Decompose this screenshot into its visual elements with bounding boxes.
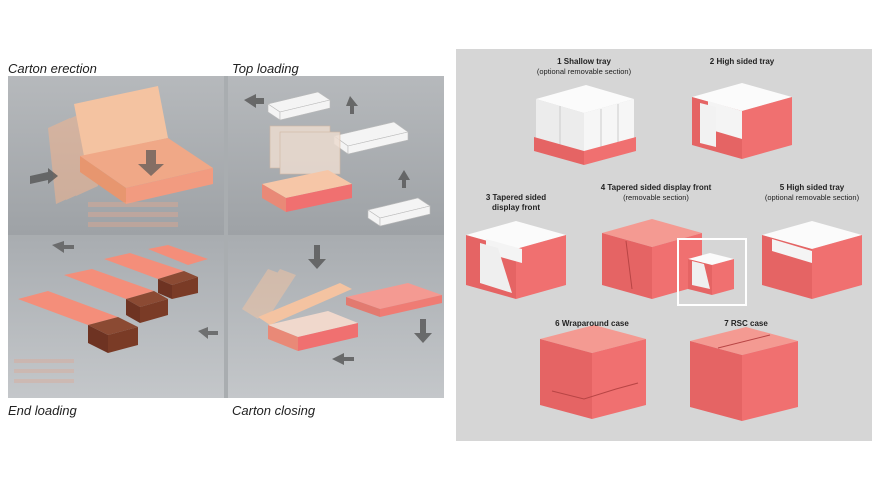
- caption-high-sided-tray-2: 5 High sided tray (optional removable se…: [764, 183, 860, 202]
- caption-high-sided-tray: 2 High sided tray: [709, 57, 775, 66]
- closed-carton-top: [346, 283, 442, 309]
- label-carton-closing: Carton closing: [232, 403, 316, 418]
- arrow-down-icon-2: [308, 245, 326, 269]
- top-loading-illustration: [228, 76, 444, 235]
- tray-front: [286, 184, 352, 212]
- caption-rsc-case: 7 RSC case: [724, 319, 768, 328]
- arrow-up-icon: [346, 96, 358, 114]
- label-carton-erection: Carton erection: [8, 61, 97, 76]
- end-loading-illustration: [8, 239, 224, 398]
- packaging-process-panel: [8, 76, 444, 398]
- carton-lid: [74, 86, 168, 156]
- shallow-tray-illustration: [534, 85, 636, 165]
- arrow-left-icon: [244, 94, 264, 108]
- arrow-left-icon-4: [332, 353, 354, 365]
- arrow-right-icon: [30, 168, 58, 184]
- tapered-display-removable-illustration: [602, 219, 747, 306]
- detail-inset-frame: [677, 238, 747, 306]
- rsc-case-illustration: [690, 327, 798, 421]
- high-sided-tray-2-illustration: [762, 221, 862, 299]
- label-end-loading: End loading: [8, 403, 77, 418]
- chocolate-bar: [108, 327, 138, 353]
- arrow-down-icon: [138, 150, 164, 176]
- closing-lid: [258, 283, 352, 325]
- arrow-up-icon-2: [398, 170, 410, 188]
- caption-wraparound-case: 6 Wraparound case: [555, 319, 629, 328]
- carton-closing-illustration: [228, 239, 444, 398]
- tapered-display-front-illustration: [466, 221, 566, 299]
- caption-tapered-sided: 3 Tapered sided display front: [485, 193, 547, 212]
- caption-shallow-tray: 1 Shallow tray (optional removable secti…: [536, 57, 632, 76]
- caption-tapered-display: 4 Tapered sided display front (removable…: [600, 183, 712, 202]
- arrow-left-icon-2: [52, 241, 74, 253]
- arrow-down-icon-3: [414, 319, 432, 343]
- case-styles-panel: 1 Shallow tray (optional removable secti…: [456, 49, 872, 441]
- label-top-loading: Top loading: [232, 61, 299, 76]
- arrow-left-icon-3: [198, 327, 218, 339]
- carton-erection-illustration: [8, 76, 224, 235]
- wraparound-case-illustration: [540, 325, 646, 419]
- high-sided-tray-illustration: [692, 83, 792, 159]
